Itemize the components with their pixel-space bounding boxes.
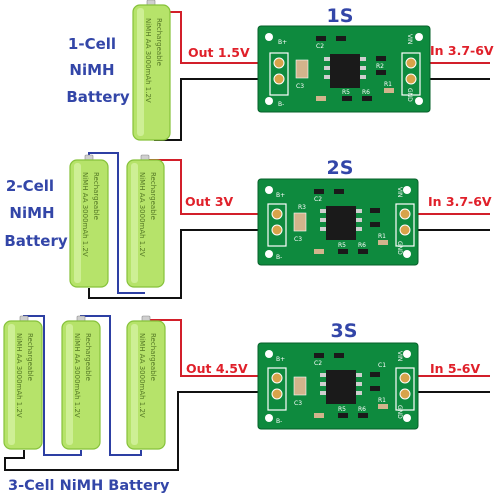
panel-title-2s: 2S	[327, 157, 354, 179]
charger-pcb-1s: B+ B- VIN GND C2 C3 R2 R6 R5 R1	[257, 25, 431, 113]
battery-print-2s-a-line2: Rechargeable	[92, 172, 100, 220]
pcb-2s-r5: R5	[338, 242, 346, 249]
battery-label-2s-line1: 2-Cell	[6, 177, 54, 195]
battery-print-3s-b-line2: Rechargeable	[84, 333, 92, 381]
battery-label-1s-line2: NiMH	[69, 61, 114, 79]
pcb-1s-r5: R5	[342, 89, 350, 96]
input-label-2s: In 3.7-6V	[428, 194, 492, 209]
pcb-2s-r6: R6	[358, 242, 366, 249]
battery-print-3s-b-line1: NiMH AA 3000mAh 1.2V	[73, 333, 81, 418]
pcb-1s-r6: R6	[362, 89, 370, 96]
battery-print-3s-c-line2: Rechargeable	[149, 333, 157, 381]
battery-print-2s-b-line1: NiMH AA 3000mAh 1.2V	[138, 172, 146, 257]
battery-label-2s-line2: NiMH	[9, 204, 54, 222]
pcb-3s-c1: C1	[378, 362, 386, 369]
battery-label-3s: 3-Cell NiMH Battery	[8, 478, 170, 494]
charger-pcb-2s: B+ B- VIN GND C2 C3 R3 R6 R5 R1	[257, 178, 419, 266]
pcb-3s-vin: VIN	[396, 351, 403, 361]
battery-2s-b: NiMH AA 3000mAh 1.2V Rechargeable	[126, 154, 165, 288]
pcb-2s-r3: R3	[298, 204, 306, 211]
output-label-2s: Out 3V	[185, 194, 234, 209]
input-label-1s: In 3.7-6V	[430, 43, 494, 58]
battery-print-3s-c-line1: NiMH AA 3000mAh 1.2V	[138, 333, 146, 418]
pcb-1s-bplus: B+	[278, 39, 287, 46]
battery-print-2s-b-line2: Rechargeable	[149, 172, 157, 220]
charger-pcb-3s: B+ B- VIN GND C2 C3 C1 R6 R5 R1	[257, 342, 419, 430]
pcb-3s-r6: R6	[358, 406, 366, 413]
battery-3s-a: NiMH AA 3000mAh 1.2V Rechargeable	[3, 315, 43, 450]
battery-print-2s-a-line1: NiMH AA 3000mAh 1.2V	[81, 172, 89, 257]
wire-negative-1s	[154, 78, 272, 141]
pcb-1s-r1: R1	[384, 81, 392, 88]
pcb-1s-bminus: B-	[278, 101, 284, 108]
wire-positive-2s	[145, 159, 272, 215]
pcb-1s-vin: VIN	[406, 34, 413, 44]
pcb-2s-c3: C3	[294, 236, 302, 243]
panel-title-3s: 3S	[331, 320, 358, 342]
panel-title-1s: 1S	[327, 5, 354, 27]
panel-3s: 3S NiMH AA 3000mAh 1.2V Rechargeable NiM…	[3, 315, 490, 494]
pcb-3s-bplus: B+	[276, 356, 285, 363]
pcb-3s-r1: R1	[378, 397, 386, 404]
panel-2s: 2S 2-Cell NiMH Battery NiMH AA 3000mAh 1…	[4, 152, 492, 299]
pcb-3s-r5: R5	[338, 406, 346, 413]
pcb-3s-c2: C2	[314, 360, 322, 367]
pcb-3s-gnd: GND	[396, 405, 403, 419]
pcb-2s-vin: VIN	[396, 187, 403, 197]
pcb-1s-gnd: GND	[406, 88, 413, 102]
pcb-2s-bminus: B-	[276, 254, 282, 261]
pcb-2s-bplus: B+	[276, 192, 285, 199]
pcb-1s-r2: R2	[376, 63, 384, 70]
output-label-3s: Out 4.5V	[186, 361, 248, 376]
battery-3s-c: NiMH AA 3000mAh 1.2V Rechargeable	[126, 315, 166, 450]
battery-label-2s-line3: Battery	[4, 232, 67, 250]
battery-1s: NiMH AA 3000mAh 1.2V Rechargeable	[132, 0, 171, 141]
wire-negative-3s	[4, 391, 272, 471]
battery-label-1s-line1: 1-Cell	[68, 35, 116, 53]
input-label-3s: In 5-6V	[430, 361, 480, 376]
pcb-1s-c2: C2	[316, 43, 324, 50]
output-label-1s: Out 1.5V	[188, 45, 250, 60]
pcb-2s-r1: R1	[378, 233, 386, 240]
battery-print-1s-line2: Rechargeable	[155, 18, 163, 66]
wire-positive-3s	[146, 319, 272, 377]
pcb-1s-c3: C3	[296, 83, 304, 90]
battery-print-3s-a-line1: NiMH AA 3000mAh 1.2V	[15, 333, 23, 418]
battery-3s-b: NiMH AA 3000mAh 1.2V Rechargeable	[61, 315, 101, 450]
battery-print-1s-line1: NiMH AA 3000mAh 1.2V	[144, 18, 152, 103]
battery-print-3s-a-line2: Rechargeable	[26, 333, 34, 381]
panel-1s: 1S 1-Cell NiMH Battery NiMH AA 3000mAh 1…	[66, 0, 494, 141]
wire-negative-2s	[88, 229, 272, 299]
pcb-2s-c2: C2	[314, 196, 322, 203]
pcb-3s-c3: C3	[294, 400, 302, 407]
battery-2s-a: NiMH AA 3000mAh 1.2V Rechargeable	[69, 154, 109, 288]
battery-label-1s-line3: Battery	[66, 88, 129, 106]
pcb-2s-gnd: GND	[396, 241, 403, 255]
pcb-3s-bminus: B-	[276, 418, 282, 425]
